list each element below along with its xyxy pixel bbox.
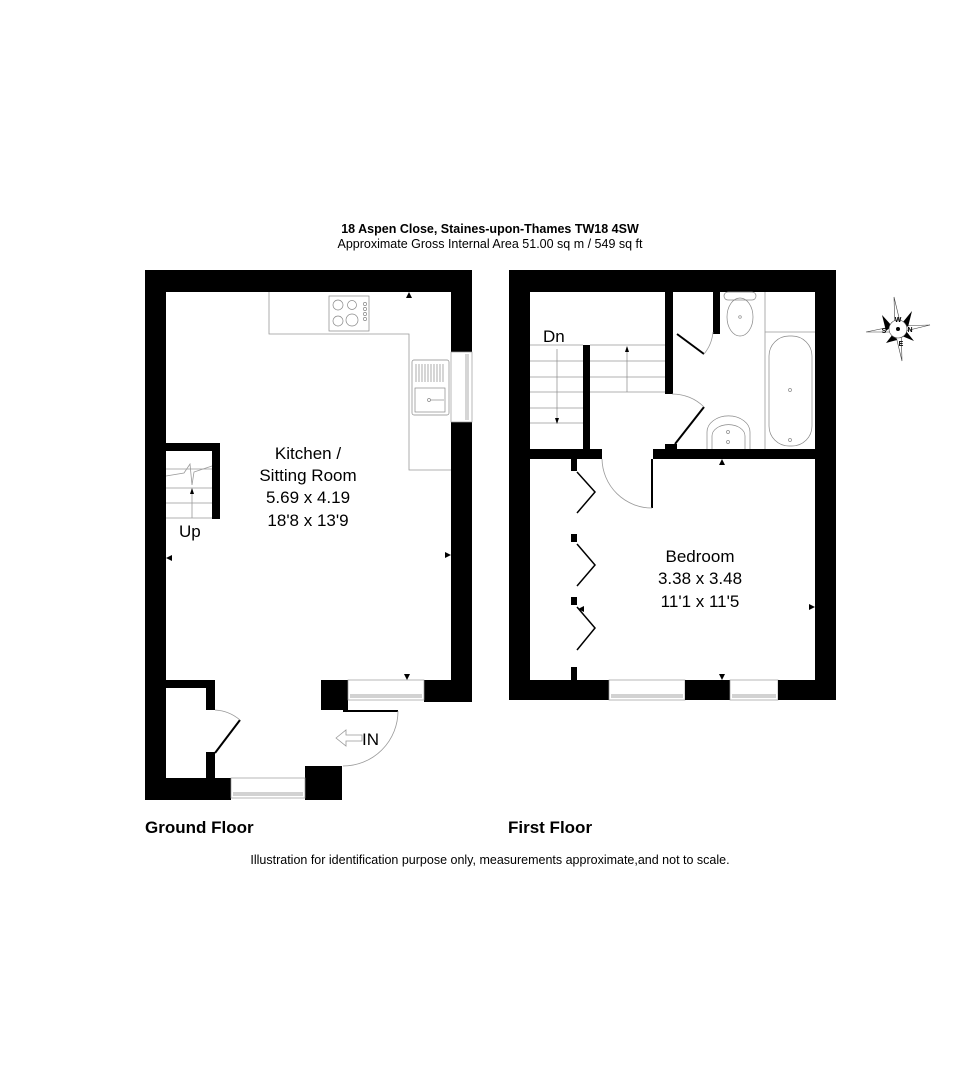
compass-rose-icon: W N E S (865, 296, 931, 362)
gf-cupboard-wall (145, 680, 215, 688)
gf-stair-up-label: Up (179, 522, 201, 541)
gf-entrance-label: IN (362, 730, 379, 749)
gf-stair-wall (166, 443, 220, 451)
gf-wall-entry-pier (321, 680, 348, 710)
svg-text:E: E (899, 341, 904, 348)
svg-text:W: W (895, 317, 902, 324)
bedroom-imperial: 11'1 x 11'5 (661, 592, 740, 611)
bedroom-label: Bedroom (666, 547, 735, 566)
property-address: 18 Aspen Close, Staines-upon-Thames TW18… (341, 222, 639, 236)
hob-icon (328, 295, 370, 332)
gf-wall-left (145, 270, 166, 800)
disclaimer-text: Illustration for identification purpose … (250, 853, 730, 867)
gf-wall-right-upper (451, 270, 472, 352)
kitchen-imperial: 18'8 x 13'9 (267, 511, 348, 530)
gf-wall-bottom-right (424, 680, 472, 702)
gross-internal-area: Approximate Gross Internal Area 51.00 sq… (337, 237, 643, 251)
first-floor-plan (509, 270, 836, 701)
toilet-icon (723, 291, 757, 337)
stair-break-line (165, 462, 213, 486)
sink-icon (411, 359, 450, 416)
first-floor-label: First Floor (508, 818, 593, 837)
bedroom-metric: 3.38 x 3.48 (658, 569, 742, 588)
kitchen-label-line2: Sitting Room (259, 466, 356, 485)
ff-stair-down-label: Dn (543, 327, 565, 346)
kitchen-metric: 5.69 x 4.19 (266, 488, 350, 507)
gf-wall-right-lower (451, 422, 472, 702)
kitchen-label-line1: Kitchen / (275, 444, 341, 463)
entrance-arrow-icon (335, 729, 363, 747)
ground-floor-plan (145, 270, 473, 800)
wardrobe-doors (571, 459, 596, 680)
kitchen-counter (268, 292, 451, 471)
bath-icon (764, 292, 815, 449)
basin-icon (706, 415, 751, 449)
svg-text:N: N (907, 327, 912, 334)
gf-wall-top (145, 270, 472, 292)
ground-floor-label: Ground Floor (145, 818, 254, 837)
svg-text:S: S (882, 328, 887, 335)
gf-window-right (450, 351, 473, 423)
